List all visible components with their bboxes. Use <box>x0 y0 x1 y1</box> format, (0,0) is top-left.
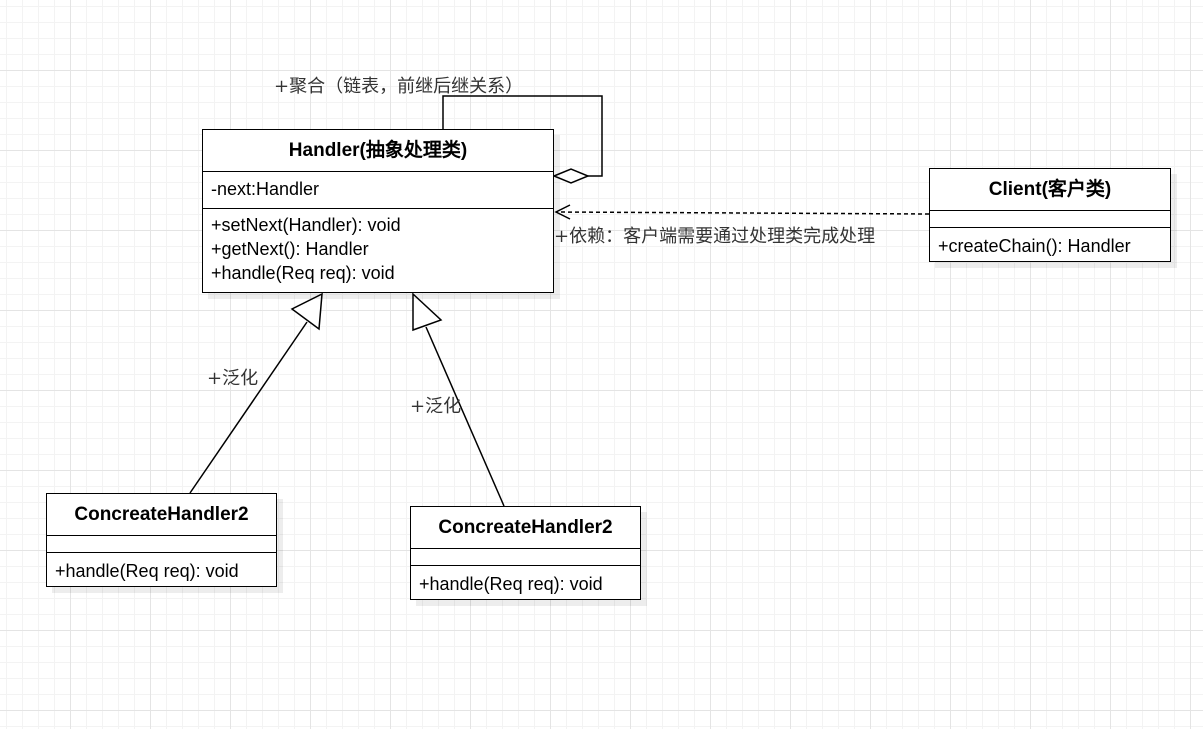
dependency-label[interactable]: +依赖：客户端需要通过处理类完成处理 <box>554 226 876 247</box>
client-class-name-main: Client <box>988 179 1042 200</box>
generalization-edge-left[interactable] <box>189 321 308 494</box>
dependency-arrowhead <box>554 204 571 220</box>
concrete-handler-right-class[interactable]: ConcreateHandler2 +handle(Req req): void <box>410 506 641 600</box>
concrete-handler-left-attributes <box>47 536 276 553</box>
generalization-label-right[interactable]: +泛化 <box>410 396 462 417</box>
client-class[interactable]: Client(客户类) +createChain(): Handler <box>929 168 1171 262</box>
concrete-handler-right-method-handle: +handle(Req req): void <box>419 574 603 594</box>
handler-class[interactable]: Handler(抽象处理类) -next:Handler +setNext(Ha… <box>202 129 554 293</box>
client-class-name-cn: (客户类) <box>1041 179 1112 200</box>
concrete-handler-left-method-handle: +handle(Req req): void <box>55 561 239 581</box>
client-attributes <box>930 211 1170 228</box>
generalization-triangle-right <box>412 292 443 332</box>
handler-class-name-cn: (抽象处理类) <box>359 140 468 161</box>
handler-attribute-next: -next:Handler <box>211 179 320 199</box>
handler-method-setnext: +setNext(Handler): void <box>211 215 401 235</box>
client-method-createchain: +createChain(): Handler <box>938 236 1131 256</box>
handler-method-handle: +handle(Req req): void <box>211 263 395 283</box>
handler-class-name-main: Handler <box>288 140 360 161</box>
aggregation-diamond <box>552 168 590 184</box>
concrete-handler-right-methods: +handle(Req req): void <box>411 566 640 596</box>
dependency-edge[interactable] <box>555 211 930 215</box>
handler-methods: +setNext(Handler): void +getNext(): Hand… <box>203 209 553 285</box>
client-class-name: Client(客户类) <box>930 169 1170 211</box>
client-methods: +createChain(): Handler <box>930 228 1170 258</box>
generalization-label-left[interactable]: +泛化 <box>207 368 259 389</box>
handler-method-getnext: +getNext(): Handler <box>211 239 369 259</box>
aggregation-label[interactable]: +聚合（链表，前继后继关系） <box>274 76 524 97</box>
concrete-handler-right-attributes <box>411 549 640 566</box>
handler-attributes: -next:Handler <box>203 172 553 209</box>
handler-class-name: Handler(抽象处理类) <box>203 130 553 172</box>
generalization-triangle-left <box>290 292 323 331</box>
concrete-handler-left-class-name: ConcreateHandler2 <box>47 494 276 536</box>
concrete-handler-left-methods: +handle(Req req): void <box>47 553 276 583</box>
concrete-handler-right-class-name: ConcreateHandler2 <box>411 507 640 549</box>
concrete-handler-left-class[interactable]: ConcreateHandler2 +handle(Req req): void <box>46 493 277 587</box>
